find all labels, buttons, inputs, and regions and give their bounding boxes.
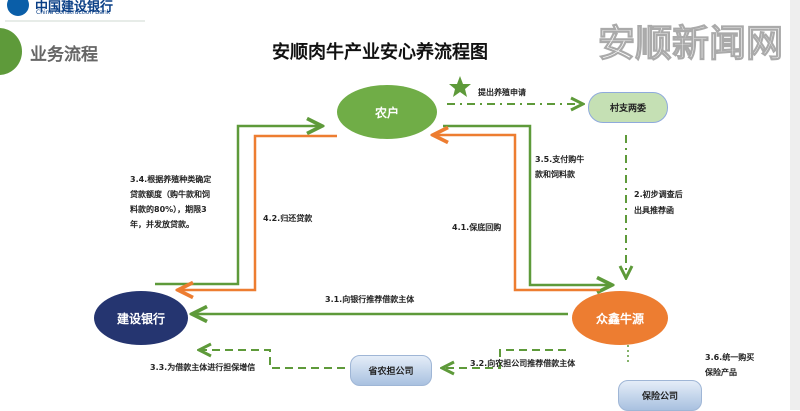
label-step-3-3: 3.3.为借款主体进行担保增信 xyxy=(150,363,256,372)
arrow-3-2 xyxy=(442,349,566,368)
section-marker xyxy=(0,28,22,75)
node-insurance-company: 保险公司 xyxy=(618,380,702,411)
label-step-3-6: 3.6.统一购买保险产品 xyxy=(705,353,755,377)
arrow-3-5 xyxy=(443,124,612,285)
label-step-3-1: 3.1.向银行推荐借款主体 xyxy=(325,295,415,304)
logo-cn: 中国建设银行 xyxy=(35,0,114,15)
node-guarantee-company: 省农担公司 xyxy=(350,355,432,386)
label-step-4-2: 4.2.归还贷款 xyxy=(263,214,313,223)
section-title: 业务流程 xyxy=(30,45,98,65)
label-step-4-1: 4.1.保底回购 xyxy=(452,223,502,232)
arrow-3-3 xyxy=(199,350,345,369)
node-bank: 建设银行 xyxy=(94,291,188,345)
node-farmer: 农户 xyxy=(337,85,437,139)
page-title: 安顺肉牛产业安心养流程图 xyxy=(272,42,488,63)
arrow-3-4 xyxy=(155,126,322,286)
arrow-4-1 xyxy=(433,135,600,292)
node-supplier: 众鑫牛源 xyxy=(572,291,668,345)
watermark: 安顺新闻网 xyxy=(598,22,784,66)
label-step-3-5: 3.5.支付购牛款和饲料款 xyxy=(535,155,585,179)
ccb-logo-icon xyxy=(7,0,29,16)
label-step-2-line2: 出具推荐函 xyxy=(634,206,674,215)
label-step-2-line1: 2.初步调查后 xyxy=(634,190,683,199)
star-icon xyxy=(449,76,471,97)
label-step-1: 提出养殖申请 xyxy=(478,88,526,97)
label-step-3-2: 3.2.向农担公司推荐借款主体 xyxy=(470,359,576,368)
arrow-4-2 xyxy=(178,134,337,290)
node-village-committee: 村支两委 xyxy=(588,92,668,123)
logo-en: China Construction Bank xyxy=(36,9,111,16)
